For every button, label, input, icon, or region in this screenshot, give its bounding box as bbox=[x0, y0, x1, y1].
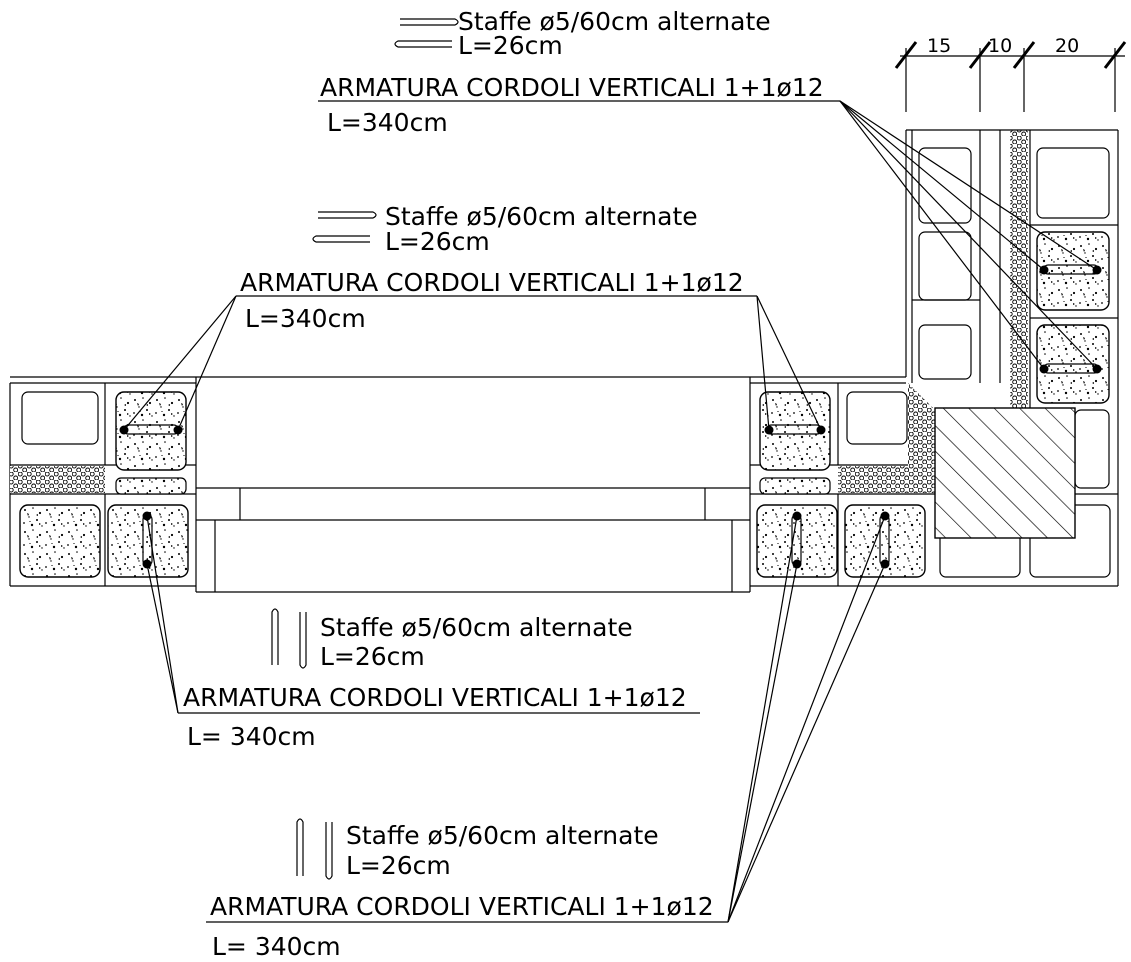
dimension-2: 10 bbox=[988, 35, 1012, 57]
label-group-4: Staffe ø5/60cm alternate L=26cm ARMATURA… bbox=[206, 818, 728, 961]
label-group-2: Staffe ø5/60cm alternate L=26cm ARMATURA… bbox=[236, 202, 757, 333]
dimension-chain: 15 10 20 bbox=[894, 35, 1127, 112]
rebar-label-2: ARMATURA CORDOLI VERTICALI 1+1ø12 bbox=[240, 268, 744, 297]
stirrup-label-1: Staffe ø5/60cm alternate bbox=[458, 7, 771, 36]
dimension-1: 15 bbox=[927, 35, 951, 57]
stirrup-label-4: Staffe ø5/60cm alternate bbox=[346, 821, 659, 850]
rebar-label-3: ARMATURA CORDOLI VERTICALI 1+1ø12 bbox=[183, 683, 687, 712]
leader-lines bbox=[123, 100, 1098, 923]
rebar-label-4: ARMATURA CORDOLI VERTICALI 1+1ø12 bbox=[210, 892, 714, 921]
stirrup-label-2: Staffe ø5/60cm alternate bbox=[385, 202, 698, 231]
rebar-length-1: L=340cm bbox=[327, 108, 448, 137]
wall-body bbox=[9, 129, 1119, 593]
stirrup-length-1: L=26cm bbox=[458, 31, 563, 60]
stirrup-length-4: L=26cm bbox=[346, 851, 451, 880]
label-group-1: Staffe ø5/60cm alternate L=26cm ARMATURA… bbox=[318, 7, 840, 137]
stirrup-length-3: L=26cm bbox=[320, 642, 425, 671]
label-group-3: Staffe ø5/60cm alternate L=26cm ARMATURA… bbox=[178, 608, 700, 751]
rebar-length-2: L=340cm bbox=[245, 304, 366, 333]
rebar-length-4: L= 340cm bbox=[212, 932, 341, 961]
stirrup-length-2: L=26cm bbox=[385, 227, 490, 256]
rebar-length-3: L= 340cm bbox=[187, 722, 316, 751]
stirrup-label-3: Staffe ø5/60cm alternate bbox=[320, 613, 633, 642]
concrete-cordoli bbox=[19, 231, 1110, 578]
rebar-label-1: ARMATURA CORDOLI VERTICALI 1+1ø12 bbox=[320, 73, 824, 102]
dimension-3: 20 bbox=[1055, 35, 1079, 57]
